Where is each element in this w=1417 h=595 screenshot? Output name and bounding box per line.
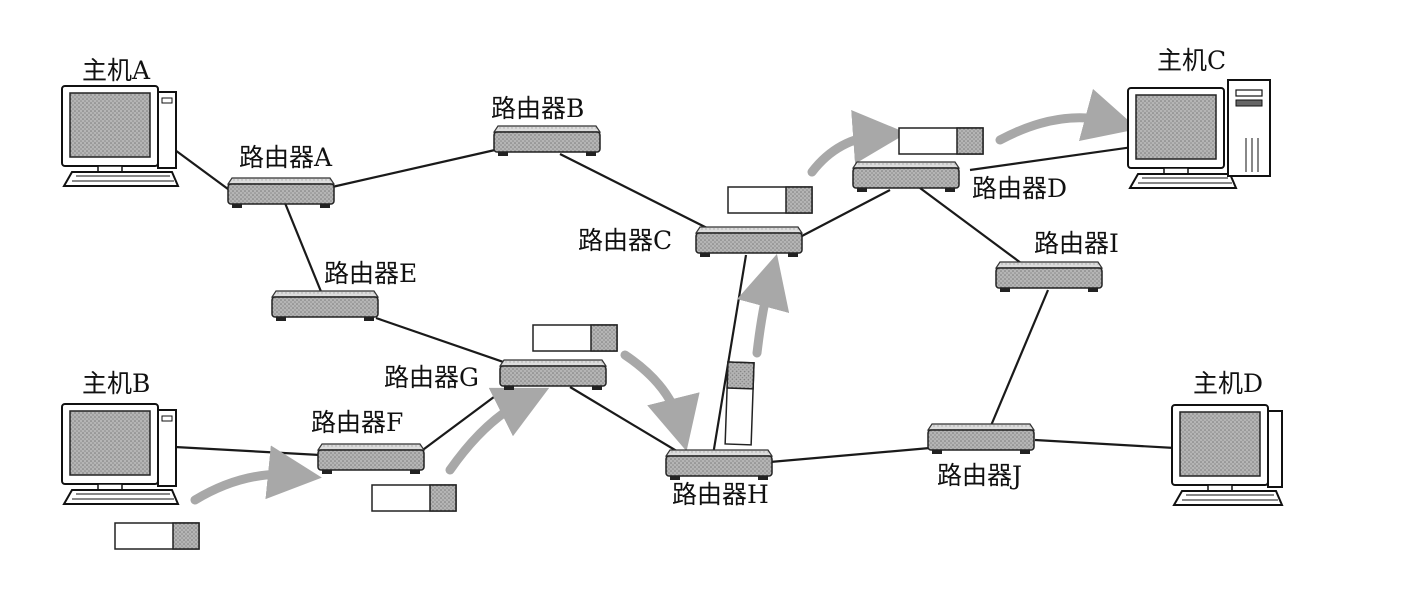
router-d [851,161,961,192]
host-b-computer-icon [61,403,180,505]
router-e-label: 路由器E [324,259,417,288]
labels: 主机A 主机B 主机C 主机D 路由器A 路由器B 路由器C 路由器D 路由器E… [82,46,1263,509]
router-g [498,359,608,390]
link-router-d-router-i [919,187,1026,267]
link-router-b-router-c [559,153,716,233]
link-host-b-router-f [174,445,321,457]
packet-icon [898,127,984,155]
host-b-label: 主机B [82,369,150,398]
link-router-d-host-c [969,143,1148,172]
router-a-label: 路由器A [239,143,333,172]
packet-icon [371,484,457,512]
router-b [492,125,602,156]
router-i-label: 路由器I [1034,229,1119,258]
link-router-c-router-d [799,189,891,238]
router-c [694,226,804,257]
router-a [226,177,336,208]
host-a-computer-icon [61,85,180,187]
router-g-label: 路由器G [384,363,479,392]
packet-route-arrows [190,88,1139,505]
router-h [664,449,774,480]
router-h-label: 路由器H [672,480,769,509]
link-host-a-router-a [174,149,233,193]
host-d-computer-icon [1171,404,1284,506]
host-c-label: 主机C [1157,46,1226,75]
router-c-label: 路由器C [578,226,672,255]
router-f-label: 路由器F [311,408,403,437]
host-a-label: 主机A [82,56,151,85]
host-c-computer-icon [1127,79,1271,189]
link-router-a-router-e [283,202,324,295]
route-arrow-1 [190,445,322,505]
network-links [174,143,1176,464]
router-j-label: 路由器J [937,461,1022,490]
packet-icon [114,522,200,550]
route-arrow-4 [736,253,790,358]
router-e [270,290,380,321]
link-router-h-router-j [769,446,931,464]
route-arrow-5 [807,110,907,177]
router-i [994,261,1104,292]
packet-icon [724,361,755,446]
link-router-i-router-j [988,289,1050,429]
packets [114,127,984,550]
router-f [316,443,426,474]
link-router-j-host-d [1034,438,1176,450]
link-router-e-router-g [375,316,513,367]
route-arrow-6 [995,88,1139,145]
hosts [61,79,1284,506]
routers [226,125,1104,480]
packet-icon [532,324,618,352]
host-d-label: 主机D [1193,369,1263,398]
packet-icon [727,186,813,214]
router-d-label: 路由器D [972,174,1067,203]
router-j [926,423,1036,454]
route-arrow-3 [620,350,700,452]
router-b-label: 路由器B [491,94,584,123]
link-router-a-router-b [331,148,496,189]
route-arrow-2 [445,387,550,475]
